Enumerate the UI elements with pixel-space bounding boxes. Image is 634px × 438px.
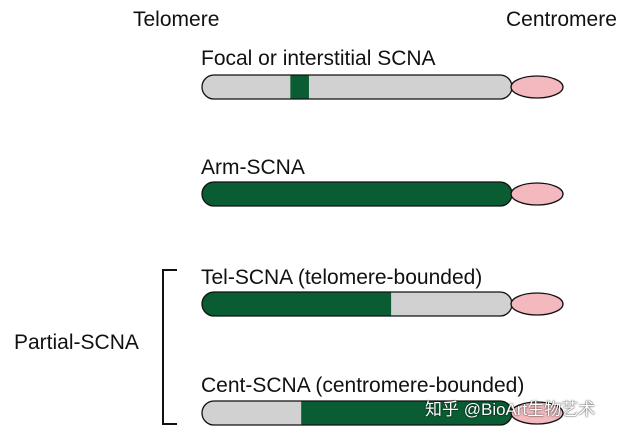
arm-scna-label: Arm-SCNA xyxy=(201,156,305,179)
cent-scna-label: Cent-SCNA (centromere-bounded) xyxy=(201,374,525,397)
centromere-label: Centromere xyxy=(506,8,617,31)
telomere-label: Telomere xyxy=(133,8,220,31)
focal-chromosome-arm xyxy=(202,75,512,99)
arm-scna-segment xyxy=(202,182,512,206)
focal-scna-label: Focal or interstitial SCNA xyxy=(201,47,436,70)
partial-scna-label: Partial-SCNA xyxy=(14,331,139,354)
watermark: 知乎 @BioArt生物艺术 xyxy=(425,400,596,419)
tel-scna-label: Tel-SCNA (telomere-bounded) xyxy=(201,266,483,289)
tel-scna-segment xyxy=(202,292,392,316)
tel-centromere xyxy=(510,292,564,316)
cent-centromere xyxy=(510,401,564,425)
focal-scna-segment xyxy=(290,75,309,99)
arm-centromere xyxy=(510,182,564,206)
partial-scna-bracket xyxy=(162,269,177,425)
focal-centromere xyxy=(510,75,564,99)
cent-scna-segment xyxy=(301,401,512,425)
